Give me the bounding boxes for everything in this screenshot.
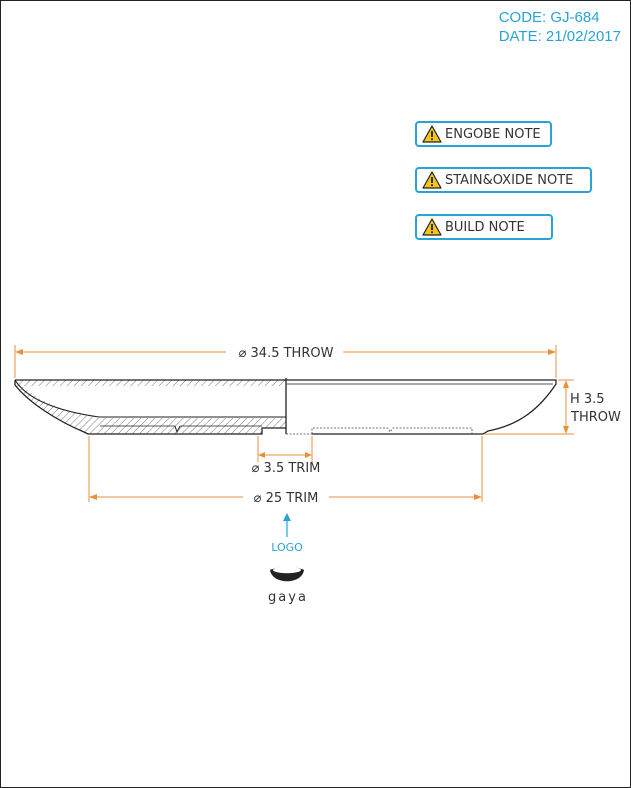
bowl-logo-icon: [270, 566, 304, 582]
height-label-line2: THROW: [570, 410, 621, 425]
code-block: CODE: GJ-684 DATE: 21/02/2017: [499, 8, 621, 46]
throw-diameter-dimension: [14, 345, 557, 378]
engobe-note-label: ENGOBE NOTE: [445, 126, 541, 142]
build-note-button[interactable]: BUILD NOTE: [415, 214, 553, 240]
logo-arrow-icon: [283, 513, 291, 537]
warning-icon: [422, 125, 442, 143]
date-text: DATE: 21/02/2017: [498, 28, 621, 45]
code-text: CODE: GJ-684: [498, 9, 600, 26]
engobe-note-button[interactable]: ENGOBE NOTE: [415, 121, 552, 147]
throw-diameter-label: ⌀ 34.5 THROW: [239, 346, 334, 361]
trim-large-label: ⌀ 25 TRIM: [254, 491, 319, 506]
plate-outline-view: [286, 379, 557, 435]
brand-name: gaya: [268, 590, 308, 605]
trim-large-dimension: [88, 436, 483, 502]
trim-small-dimension: [257, 436, 313, 462]
warning-icon: [422, 218, 442, 236]
stain-oxide-note-button[interactable]: STAIN&OXIDE NOTE: [415, 167, 592, 193]
height-dimension: [484, 379, 574, 435]
warning-icon: [422, 171, 442, 189]
build-note-label: BUILD NOTE: [445, 219, 525, 235]
logo-label: LOGO: [271, 541, 303, 554]
stain-oxide-note-label: STAIN&OXIDE NOTE: [445, 172, 574, 188]
trim-small-label: ⌀ 3.5 TRIM: [252, 461, 321, 476]
height-label-line1: H 3.5: [570, 392, 605, 407]
